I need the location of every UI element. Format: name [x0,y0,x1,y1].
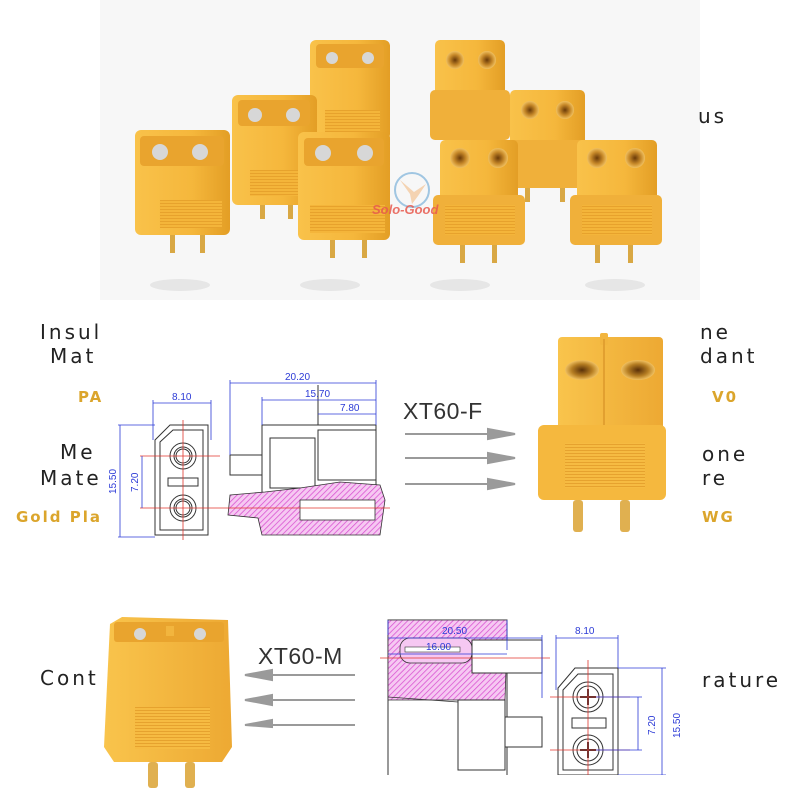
flame-value: V0 [712,388,739,406]
female-width-dim: 8.10 [172,392,192,403]
flame-label-1: ne [700,320,731,344]
connectors-photo [135,40,662,291]
product-photo-panel [100,0,700,300]
female-pin-length-dim: 7.80 [340,403,360,414]
male-width-dim: 8.10 [575,626,595,637]
male-height-dim: 15.50 [672,713,683,738]
insulation-label-1: Insul [40,320,103,344]
flame-label-2: dant [700,344,758,368]
male-body-length-dim: 16.00 [426,642,451,653]
female-height-dim: 15.50 [108,469,119,494]
male-pitch-dim: 7.20 [647,715,658,735]
right-arrows-icon [405,427,516,491]
female-pitch-dim: 7.20 [130,472,141,492]
watermark: Solo-Good [372,170,472,230]
female-body-length-dim: 15.70 [305,389,330,400]
bird-logo-icon [394,172,430,208]
male-connector-1 [135,130,230,253]
insulation-label-2: Mat [50,344,97,368]
metal-label-1: Me [60,440,96,464]
insulation-value: PA [78,388,104,406]
metal-value: Gold Pla [16,508,102,526]
male-connector-3 [310,40,390,154]
contact-label: Cont [40,666,99,690]
male-connector-4 [298,132,390,258]
male-connector-2 [232,95,317,219]
female-connector-2 [505,90,590,202]
metal-label-2: Mate [40,466,102,490]
zone-label-1: one [702,442,749,466]
female-technical-drawing: 8.10 15.50 7.20 20.20 15.70 7.80 [108,372,390,540]
wire-value: WG [702,508,735,526]
female-connector-1 [430,40,510,154]
female-connector-4 [570,140,662,263]
female-connector-3 [433,140,525,263]
male-technical-drawing: 20.50 16.00 8.10 7.20 15.50 [380,619,683,775]
xt60-f-label: XT60-F [403,398,483,424]
male-total-length-dim: 20.50 [442,626,467,637]
top-right-fragment: us [698,104,728,128]
female-total-length-dim: 20.20 [285,372,310,383]
zone-label-2: re [702,466,729,490]
xt60-m-label: XT60-M [258,643,343,669]
male-connector-photo [104,617,232,788]
watermark-text: Solo-Good [372,202,439,217]
temperature-label: rature [702,668,782,692]
left-arrows-icon [244,668,355,729]
female-connector-photo [538,333,666,532]
